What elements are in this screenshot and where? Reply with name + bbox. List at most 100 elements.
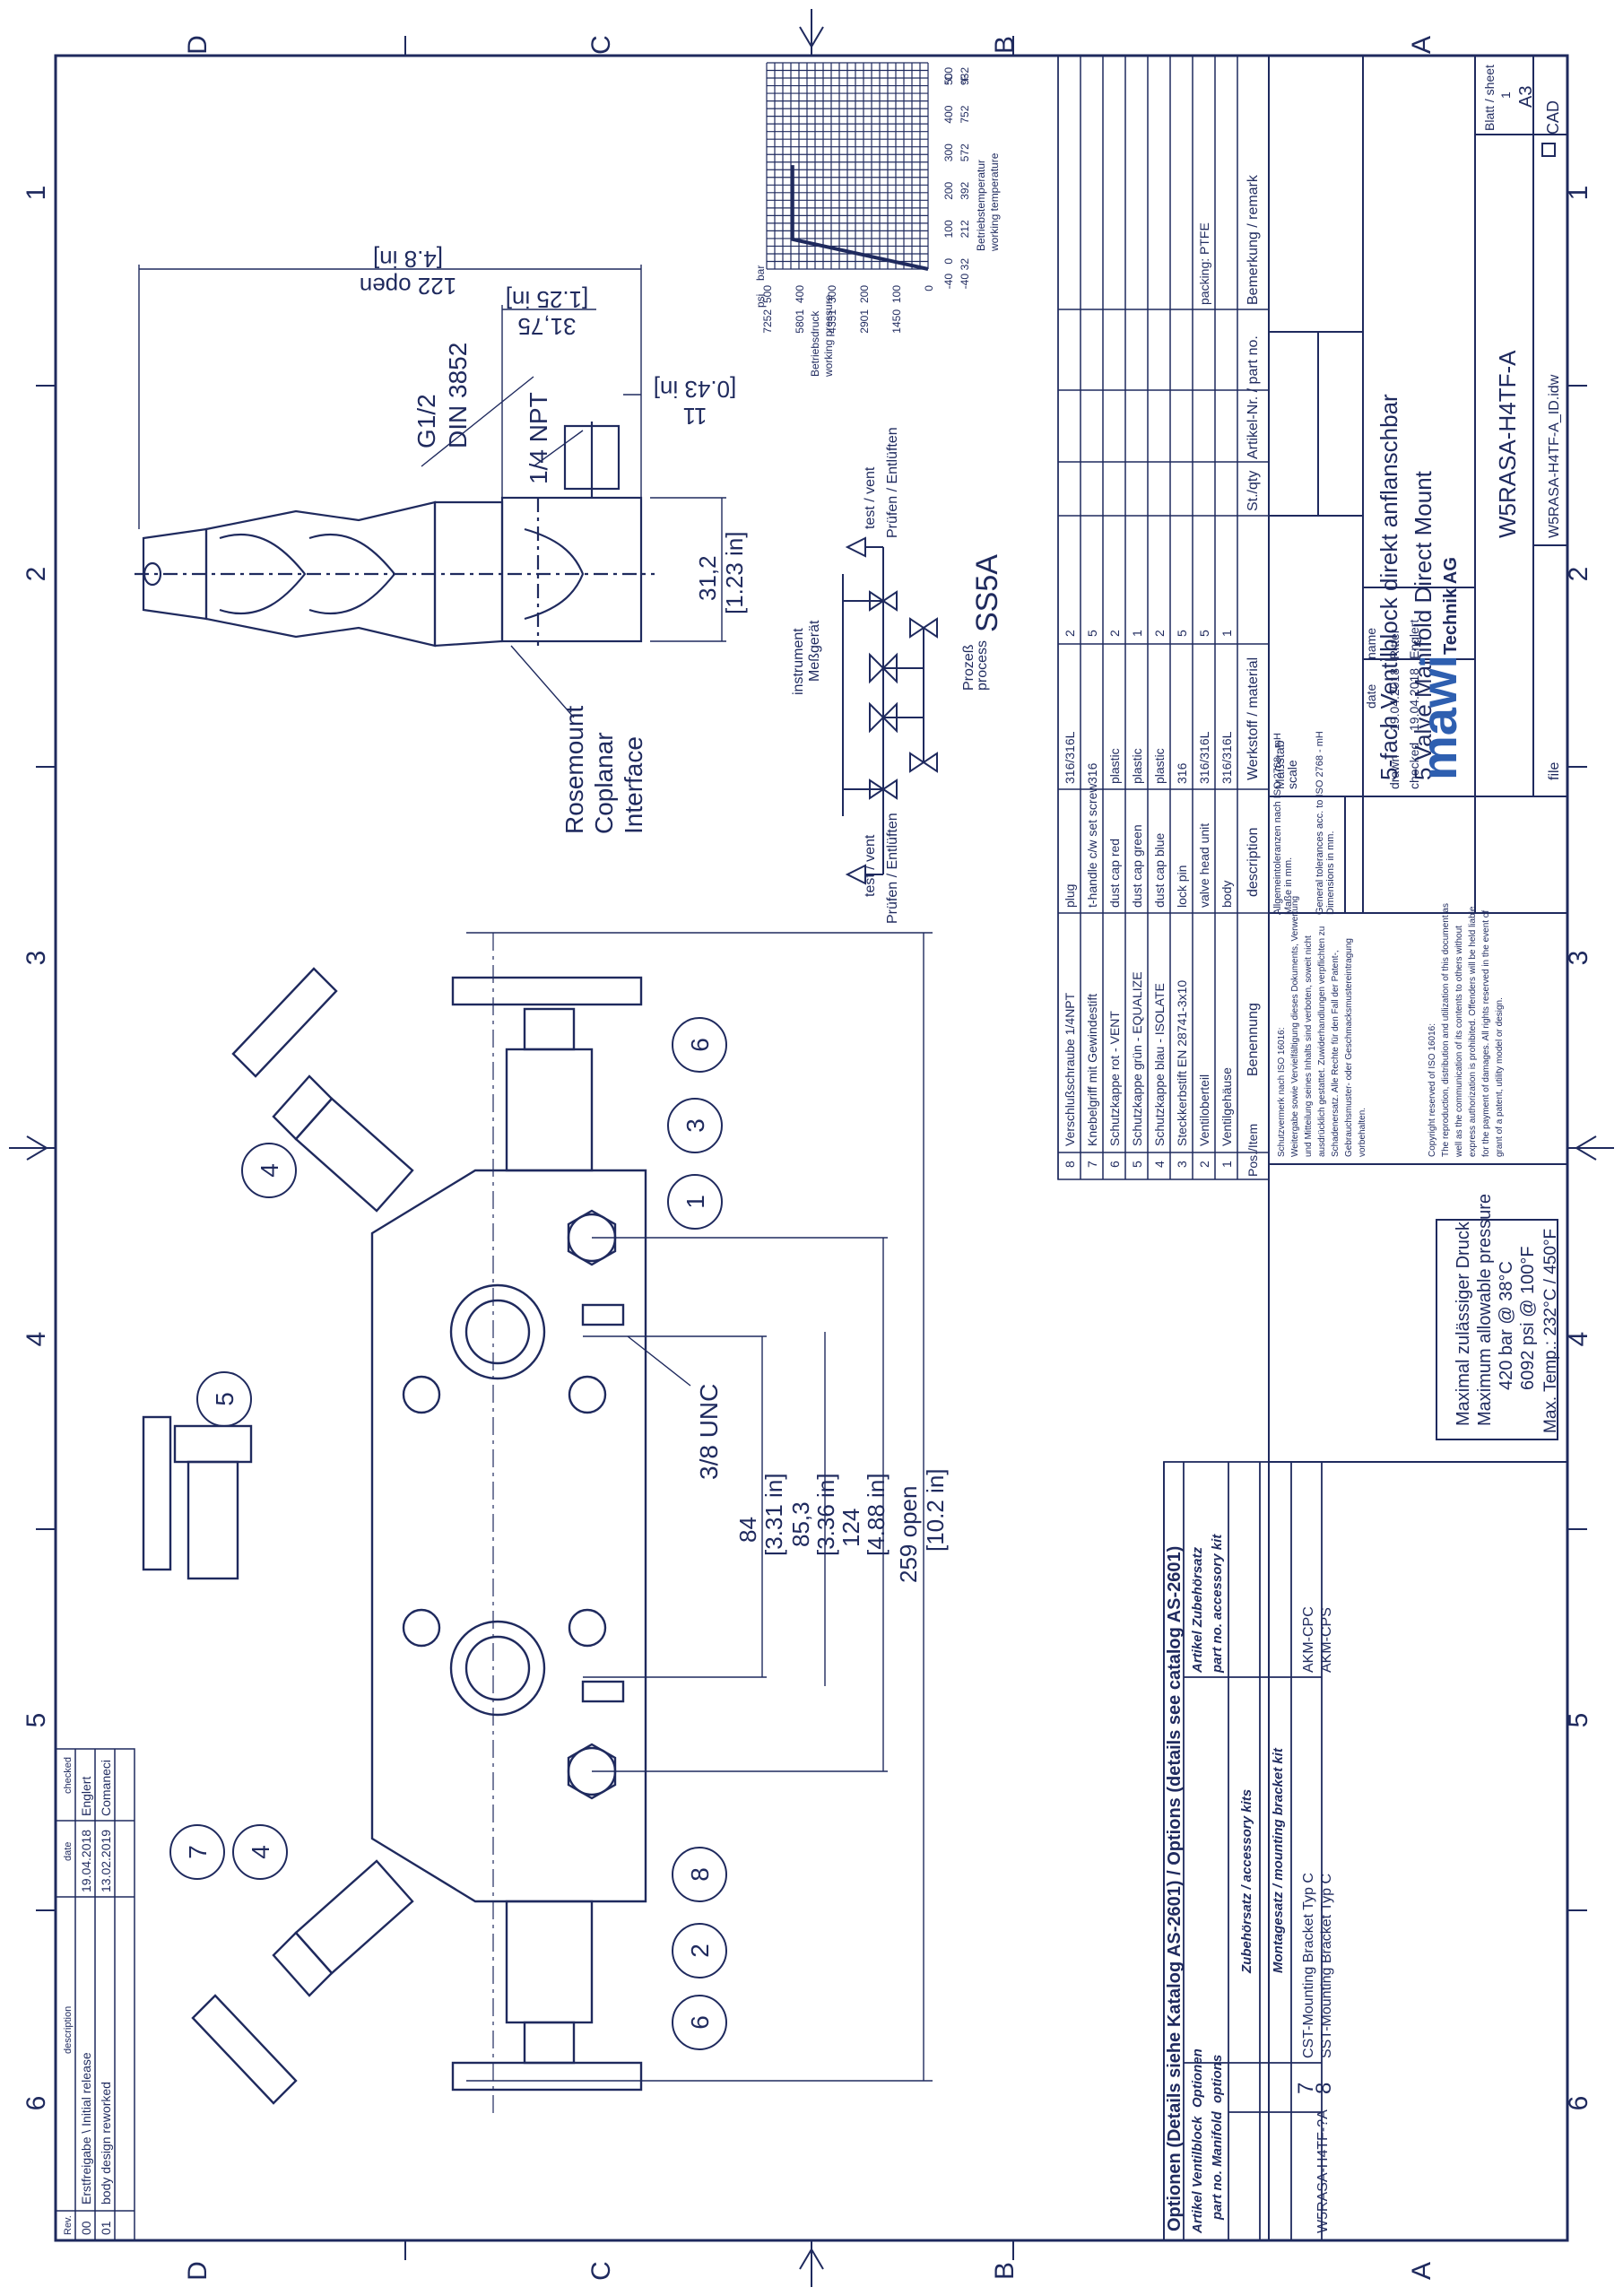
item-balloon — [232, 1824, 288, 1880]
rev-date: 19.04.2018 — [79, 1830, 93, 1892]
bom-description: body — [1219, 881, 1234, 908]
zone-ticks — [9, 9, 1614, 2287]
zone-col-6-r: 6 — [1564, 2096, 1593, 2111]
item-balloon — [169, 1824, 225, 1880]
bom-remark: packing: PTFE — [1197, 222, 1211, 305]
schematic-process-de: Prozeß — [961, 644, 976, 691]
bom-pos: 5 — [1130, 1161, 1144, 1168]
name-label: name — [1364, 628, 1378, 659]
bom-description: dust cap blue — [1152, 833, 1167, 908]
item-balloon — [667, 1098, 723, 1153]
bom-header-material: Werkstoff / material — [1245, 657, 1261, 780]
schematic-instrument-de: Meßgerät — [807, 620, 822, 682]
zone-col-3: 3 — [22, 951, 51, 966]
options-col-kit-de: Artikel Zubehörsatz — [1190, 1546, 1205, 1674]
bom-description: dust cap green — [1130, 824, 1144, 908]
zone-col-4-r: 4 — [1564, 1332, 1593, 1347]
dim-122-in: [4.8 in] — [373, 246, 443, 273]
zone-row-c-b: C — [586, 2261, 616, 2281]
bom-description: plug — [1063, 884, 1077, 908]
revision-table: Rev.descriptiondatechecked00Erstfreigabe… — [55, 1748, 135, 2241]
main-view-dimensions — [466, 932, 933, 2082]
bom-header-description: description — [1245, 828, 1261, 897]
chart-psi-tick: 7252 — [761, 309, 774, 334]
bom-material: 316/316L — [1063, 731, 1077, 784]
rev-description: Erstfreigabe \ Initial release — [79, 2052, 93, 2205]
drawn-date: 19.04.2018 — [1387, 668, 1402, 731]
bom-benennung: Steckkerbstift EN 28741-3x10 — [1175, 980, 1189, 1146]
bom-benennung: Schutzkappe blau - ISOLATE — [1152, 983, 1167, 1146]
zone-row-c: C — [586, 35, 616, 55]
zone-col-5: 5 — [22, 1713, 51, 1728]
dim-122-open: 122 open — [360, 273, 456, 300]
chart-c-tick: 500 — [942, 67, 955, 85]
item-balloon — [672, 1923, 727, 1979]
bom-header-pos: Pos./Item — [1245, 1124, 1260, 1177]
rosemount-label: Rosemount — [560, 706, 588, 834]
schematic-test-vent-top-de: Prüfen / Entlüften — [885, 427, 900, 538]
chart-psi-label: psi — [754, 294, 767, 308]
copyright-de-line: Schadenersatz. Alle Rechte für den Fall … — [1331, 950, 1341, 1157]
bom-material: plastic — [1130, 748, 1144, 784]
title-block: 5-fach Ventilblock direkt anflanschbar 5… — [1268, 55, 1568, 915]
schematic-process-en: process — [975, 640, 990, 691]
dim-259-in: [10.2 in] — [922, 1468, 949, 1552]
zone-row-d: D — [183, 35, 213, 55]
interface-label: Interface — [620, 736, 647, 834]
side-view — [135, 422, 655, 648]
chart-c-tick: 300 — [942, 144, 955, 161]
bom-pos: 2 — [1197, 1161, 1211, 1168]
rev-checked: Englert — [79, 1777, 93, 1816]
cad-label: CAD — [1544, 100, 1562, 135]
company-suffix: Technik AG — [1441, 557, 1461, 655]
copyright-de-line: und Mitteilung seines Inhalts sind verbo… — [1304, 935, 1314, 1157]
bom-description: dust cap red — [1107, 839, 1122, 908]
rev-header-rev: Rev. — [63, 2215, 74, 2235]
dim-85-3: 85,3 — [787, 1501, 814, 1547]
bom-qty: 5 — [1197, 630, 1211, 637]
dim-84-in: [3.31 in] — [760, 1473, 787, 1556]
bom-qty: 1 — [1130, 630, 1144, 637]
zone-col-3-r: 3 — [1564, 951, 1593, 966]
bom-pos: 7 — [1085, 1161, 1099, 1168]
chart-ylabel-de: Betriebsdruck — [809, 310, 821, 377]
scale-en: scale — [1285, 760, 1299, 789]
valve-schematic — [842, 536, 938, 885]
rev-date: 13.02.2019 — [99, 1830, 113, 1892]
checked-label: checked — [1407, 743, 1421, 789]
item-balloon-number: 5 — [211, 1392, 239, 1406]
pressure-line: 420 bar @ 38°C — [1497, 1261, 1516, 1390]
bom-pos: 4 — [1152, 1161, 1167, 1168]
options-sub-mounting: Montagesatz / mounting bracket kit — [1271, 1747, 1286, 1973]
tolerance-de: Allgemeintoleranzen nach ISO 2768 - mH — [1272, 733, 1283, 915]
rev-header-description: description — [63, 2006, 74, 2054]
pt-chart: psi bar °C °F Betriebsdruck working pres… — [754, 62, 1001, 378]
chart-line — [790, 165, 929, 271]
side-view-dimensions — [138, 265, 726, 718]
bom-header-benennung: Benennung — [1245, 1003, 1261, 1076]
item-balloon-number: 4 — [256, 1163, 283, 1178]
zone-row-a: A — [1407, 36, 1436, 54]
dim-85-3-in: [3.36 in] — [812, 1473, 839, 1556]
unc-label: 3/8 UNC — [695, 1384, 723, 1480]
options-row-kit: AKM-CPS — [1319, 1607, 1334, 1673]
options-table: Optionen (Details siehe Katalog AS-2601)… — [1163, 1461, 1568, 2241]
pressure-line: Maximum allowable pressure — [1475, 1194, 1495, 1426]
copyright-en-line: Copyright reserved of ISO 16016: — [1428, 1023, 1437, 1157]
chart-f-tick: 932 — [959, 67, 971, 85]
item-balloon — [667, 1174, 723, 1230]
options-col-article-de: Artikel Ventilblock — [1190, 2116, 1205, 2234]
item-balloon-number: 4 — [247, 1845, 274, 1859]
bom-qty: 1 — [1219, 630, 1234, 637]
drawn-label: drawn — [1387, 755, 1402, 789]
coplanar-label: Coplanar — [590, 732, 618, 834]
rev-number: 00 — [79, 2221, 93, 2235]
item-balloon-number: 6 — [686, 1038, 714, 1052]
chart-f-tick: 392 — [959, 181, 971, 199]
rev-checked: Comaneci — [99, 1760, 113, 1816]
rev-number: 01 — [99, 2221, 113, 2235]
pressure-line: Maximal zulässiger Druck — [1454, 1221, 1473, 1426]
bom-description: lock pin — [1175, 865, 1189, 908]
options-col-option-de: Optionen — [1190, 2048, 1205, 2108]
